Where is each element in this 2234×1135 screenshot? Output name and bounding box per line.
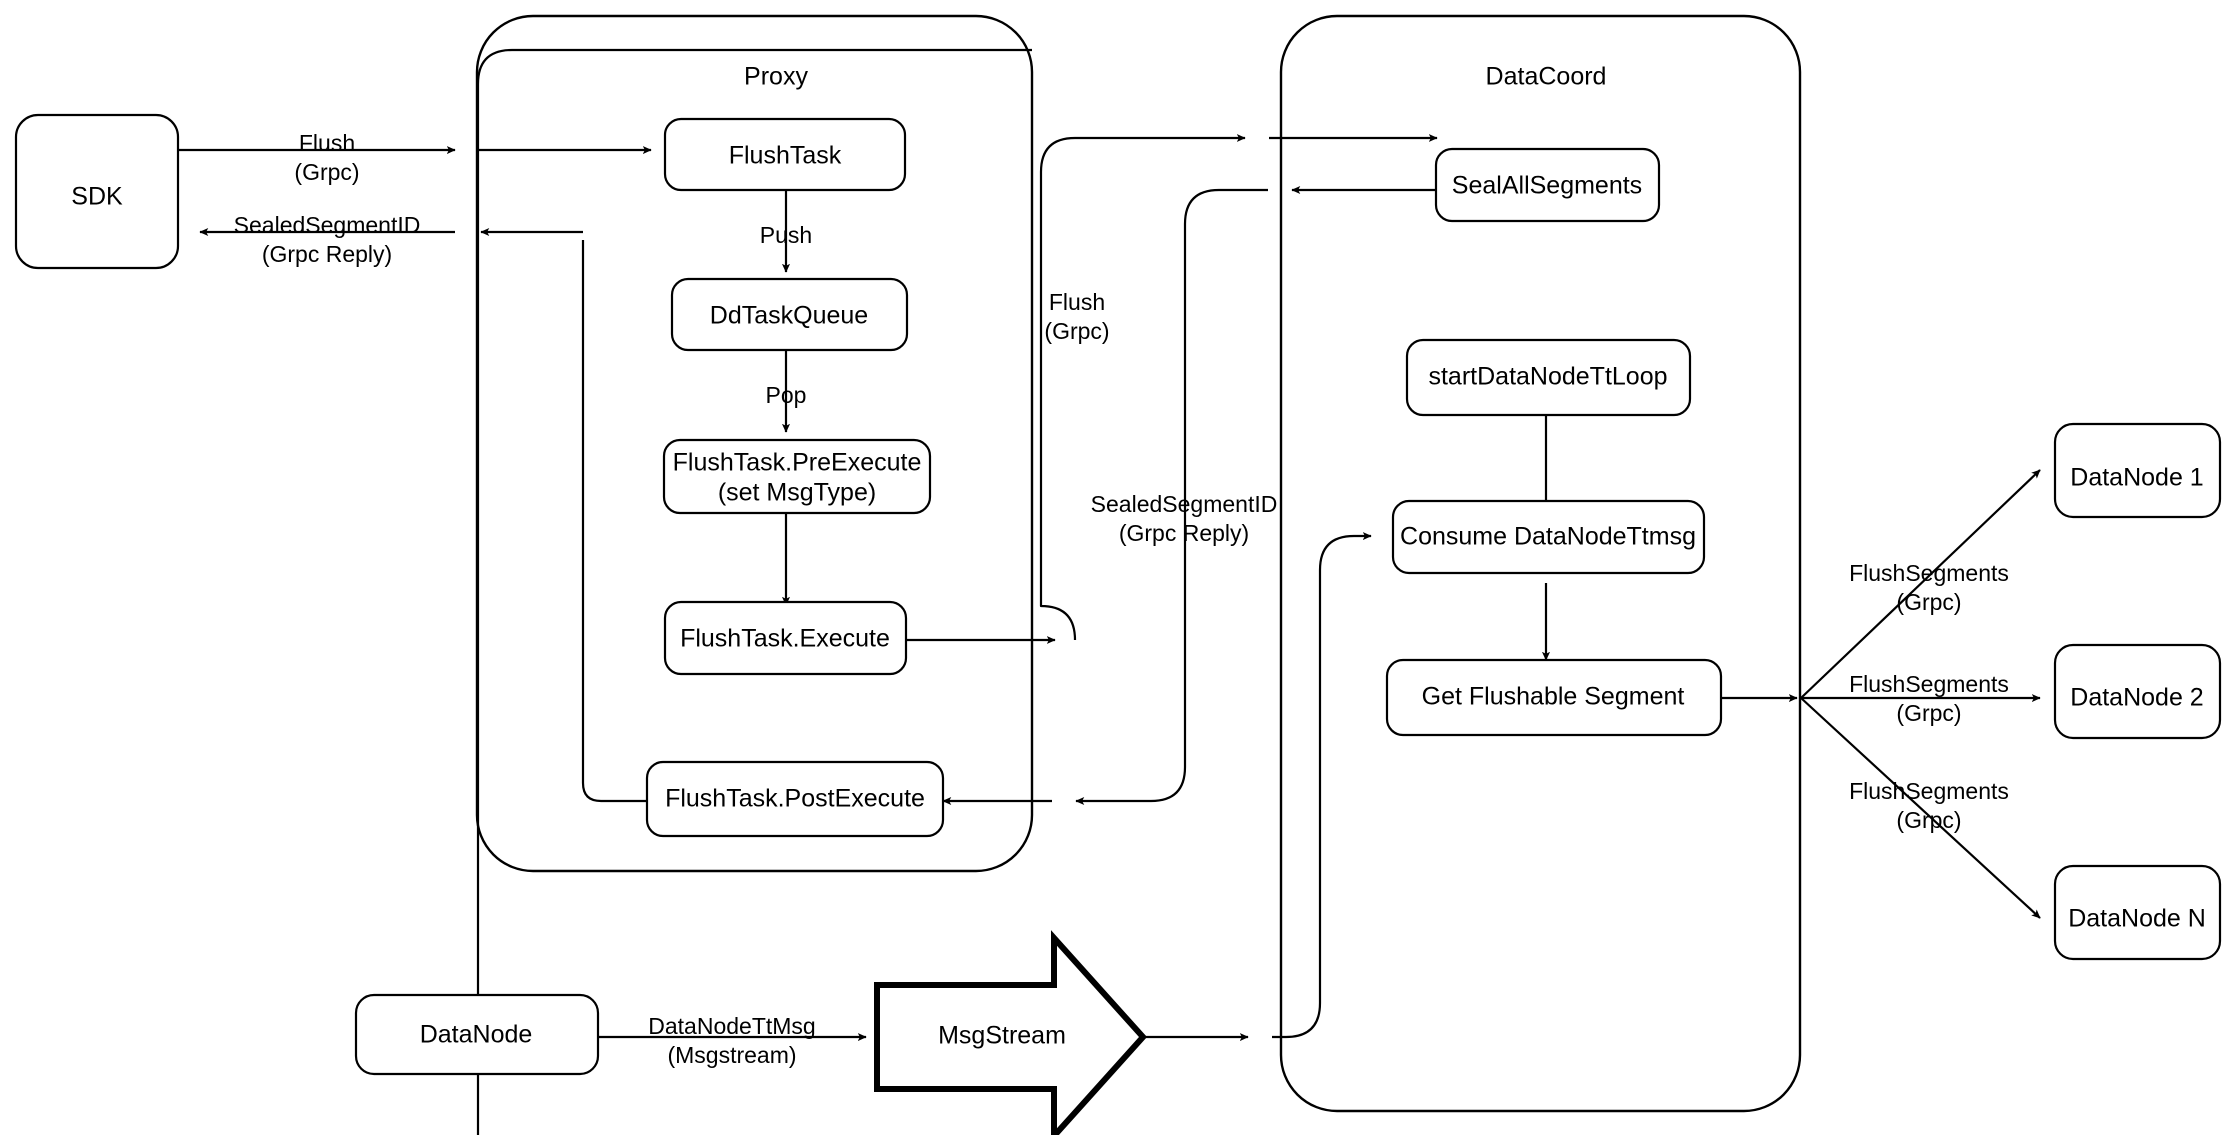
- node-sdk[interactable]: SDK: [14, 113, 180, 270]
- node-datanode-1[interactable]: DataNode 1: [2053, 422, 2222, 519]
- edge-label-sealedsegmentid-reply-line1: SealedSegmentID: [234, 212, 421, 238]
- node-sealallsegments[interactable]: SealAllSegments: [1434, 147, 1661, 223]
- node-startdatanodettloop-label: startDataNodeTtLoop: [1428, 363, 1667, 391]
- edge-label-flush-grpc-line1: Flush: [299, 130, 355, 156]
- edge-postexecute-to-reply: [581, 240, 651, 803]
- node-msgstream[interactable]: MsgStream: [874, 930, 1148, 1135]
- edge-label-sealedsegmentid-coord-line2: (Grpc Reply): [1119, 520, 1249, 546]
- edge-label-flushsegments-2-line2: (Grpc): [1896, 700, 1961, 726]
- edge-coord-to-proxy-reply: SealedSegmentID (Grpc Reply): [942, 185, 1437, 806]
- edge-label-flush-coord-line1: Flush: [1049, 289, 1105, 315]
- node-startdatanodettloop[interactable]: startDataNodeTtLoop: [1405, 338, 1692, 417]
- node-get-flushable-segment-label: Get Flushable Segment: [1422, 683, 1685, 711]
- node-ddtaskqueue[interactable]: DdTaskQueue: [670, 277, 909, 352]
- node-datanode-2-label: DataNode 2: [2070, 684, 2203, 712]
- edge-label-flushsegments-n-line1: FlushSegments: [1849, 778, 2009, 804]
- node-flushtask-preexecute-label-line1: FlushTask.PreExecute: [673, 449, 922, 477]
- edge-msgstream-to-coord: [1143, 531, 1372, 1042]
- edge-hub-to-datanode-2: FlushSegments (Grpc): [1801, 671, 2041, 726]
- node-flushtask-execute[interactable]: FlushTask.Execute: [663, 600, 908, 676]
- node-consume-datanodettmsg-label: Consume DataNodeTtmsg: [1400, 523, 1696, 551]
- node-flushtask-preexecute[interactable]: FlushTask.PreExecute (set MsgType): [662, 438, 932, 515]
- edge-label-push: Push: [760, 222, 812, 248]
- edge-push: Push: [760, 190, 812, 273]
- edge-label-flushsegments-1-line1: FlushSegments: [1849, 560, 2009, 586]
- edge-label-flushsegments-n-line2: (Grpc): [1896, 807, 1961, 833]
- container-datacoord-label: DataCoord: [1486, 63, 1607, 91]
- edge-label-sealedsegmentid-coord-line1: SealedSegmentID: [1091, 491, 1278, 517]
- node-datanode-source[interactable]: DataNode: [354, 993, 600, 1076]
- node-flushtask-preexecute-label-line2: (set MsgType): [718, 479, 876, 507]
- edge-label-pop: Pop: [766, 382, 807, 408]
- node-datanode-1-label: DataNode 1: [2070, 464, 2203, 492]
- container-proxy-label: Proxy: [744, 63, 808, 91]
- node-sealallsegments-label: SealAllSegments: [1452, 172, 1642, 200]
- container-datacoord: DataCoord: [1279, 14, 1802, 1113]
- edge-label-flush-grpc-line2: (Grpc): [294, 159, 359, 185]
- edge-label-datanodettmsg-line1: DataNodeTtMsg: [648, 1013, 815, 1039]
- edge-hub-to-datanode-1: FlushSegments (Grpc): [1800, 469, 2041, 699]
- edge-hub-to-datanode-n: FlushSegments (Grpc): [1800, 697, 2041, 919]
- node-get-flushable-segment[interactable]: Get Flushable Segment: [1385, 658, 1723, 737]
- edge-label-flushsegments-1-line2: (Grpc): [1896, 589, 1961, 615]
- node-datanode-n[interactable]: DataNode N: [2053, 864, 2222, 961]
- node-flushtask-postexecute-label: FlushTask.PostExecute: [665, 785, 925, 813]
- edge-label-flushsegments-2-line1: FlushSegments: [1849, 671, 2009, 697]
- edge-pop: Pop: [766, 350, 807, 433]
- node-datanode-n-label: DataNode N: [2068, 905, 2206, 933]
- node-flushtask[interactable]: FlushTask: [663, 117, 907, 192]
- node-sdk-label: SDK: [71, 183, 123, 211]
- node-flushtask-execute-label: FlushTask.Execute: [680, 625, 890, 653]
- edge-label-datanodettmsg-line2: (Msgstream): [667, 1042, 796, 1068]
- node-datanode-source-label: DataNode: [420, 1021, 533, 1049]
- edge-execute-to-coord: Flush (Grpc): [906, 133, 1438, 645]
- node-ddtaskqueue-label: DdTaskQueue: [710, 302, 868, 330]
- edge-datanode-to-msgstream: DataNodeTtMsg (Msgstream): [598, 1013, 867, 1068]
- node-flushtask-postexecute[interactable]: FlushTask.PostExecute: [645, 760, 945, 838]
- edge-label-sealedsegmentid-reply-line2: (Grpc Reply): [262, 241, 392, 267]
- edge-label-flush-coord-line2: (Grpc): [1044, 318, 1109, 344]
- node-consume-datanodettmsg[interactable]: Consume DataNodeTtmsg: [1391, 499, 1706, 575]
- edge-proxy-to-sdk: SealedSegmentID (Grpc Reply): [199, 212, 583, 267]
- node-datanode-2[interactable]: DataNode 2: [2053, 643, 2222, 740]
- edge-proxy-left-rail: [476, 48, 1032, 1135]
- node-flushtask-label: FlushTask: [729, 142, 842, 170]
- edge-sdk-to-proxy: Flush (Grpc): [178, 130, 652, 185]
- node-msgstream-label: MsgStream: [938, 1022, 1066, 1050]
